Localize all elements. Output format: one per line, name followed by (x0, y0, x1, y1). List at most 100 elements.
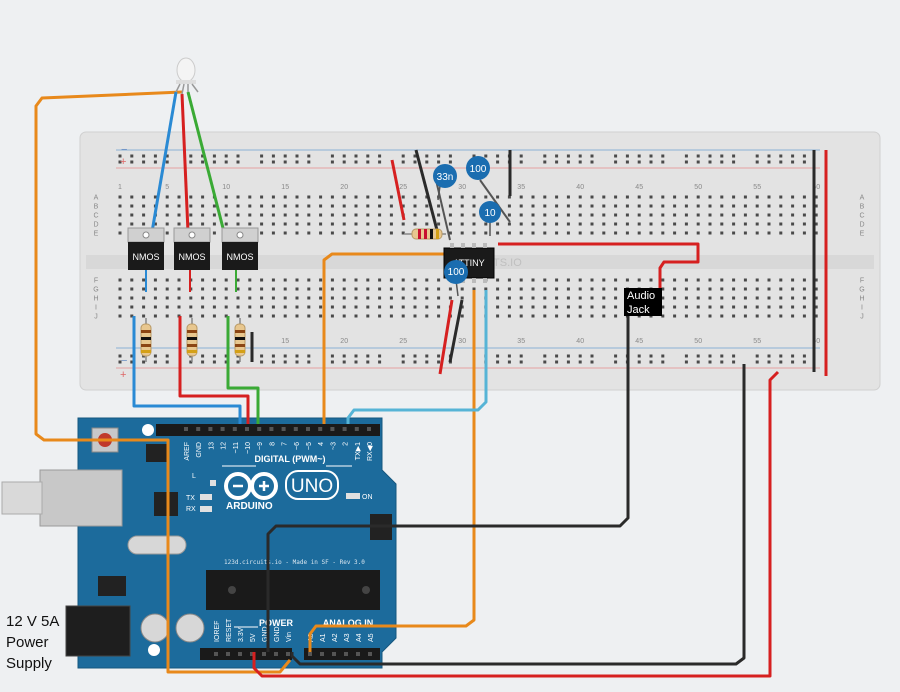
board-capacitor (140, 613, 170, 643)
led-label-l: L (192, 473, 196, 480)
column-label: 55 (753, 338, 761, 345)
resistor-horizontal[interactable] (404, 228, 446, 240)
row-label: H (93, 296, 98, 303)
column-label: 45 (635, 184, 643, 191)
led-label-rx: RX (186, 506, 196, 513)
model-label: UNO (291, 476, 333, 497)
digital-pin-label: ~3 (330, 442, 337, 450)
wire-orange-attiny[interactable] (322, 252, 456, 424)
row-label: E (94, 231, 99, 238)
analog-pin-label: A3 (344, 633, 351, 642)
watermark-text: ITS.IO (490, 257, 522, 269)
capacitor-10[interactable]: 10 (479, 201, 501, 236)
row-label: B (860, 204, 865, 211)
column-label: 15 (281, 184, 289, 191)
breadboard-holes (118, 154, 818, 364)
analog-header[interactable] (304, 648, 380, 660)
wire-red-bb2[interactable] (438, 299, 454, 375)
digital-pin-label: ~9 (257, 442, 264, 450)
row-label: E (860, 231, 865, 238)
power-header[interactable] (200, 648, 292, 660)
capacitor-100-top[interactable]: 100 (466, 156, 490, 180)
nmos-transistor[interactable]: NMOS (221, 227, 259, 270)
row-label: A (94, 195, 99, 202)
wire-red-jack[interactable] (498, 242, 700, 298)
wire-black-gnd[interactable] (290, 364, 746, 666)
power-supply-label: 12 V 5A Power Supply (6, 613, 59, 672)
resistor-vertical[interactable] (186, 318, 198, 362)
nmos-transistor[interactable]: NMOS (127, 227, 165, 270)
wire-red-5v[interactable] (252, 370, 780, 678)
usb-cable (1, 481, 43, 515)
wire-red-pin[interactable] (178, 316, 250, 424)
column-label: 55 (753, 184, 761, 191)
digital-pin-label: 12 (221, 442, 228, 450)
wire-blue-pin[interactable] (132, 316, 242, 424)
power-pin-label: RESET (226, 618, 233, 642)
capacitor-label: 10 (484, 208, 496, 219)
column-label: 60 (812, 338, 820, 345)
power-pin-label: GND (262, 626, 269, 642)
digital-pin-label: 2 (343, 442, 350, 446)
row-label: I (861, 305, 863, 312)
analog-title: ANALOG IN (323, 618, 374, 628)
resistor-group (140, 318, 246, 362)
capacitor-label: 100 (470, 164, 487, 175)
digital-pin-label: ~6 (294, 442, 301, 450)
led-tx (200, 494, 212, 500)
row-label: C (859, 213, 864, 220)
attiny-label: ATTINY (453, 258, 484, 268)
wire-red-led[interactable] (180, 93, 190, 233)
wire-orange-a0[interactable] (308, 290, 476, 652)
board-capacitor (175, 613, 205, 643)
wire-black-jack[interactable] (266, 316, 630, 652)
audio-jack-label-line1: Audio (627, 290, 655, 302)
wire-green-pin[interactable] (226, 316, 260, 424)
power-pin-label: 3.3V (238, 627, 245, 642)
nmos-label: NMOS (227, 252, 254, 262)
arduino-uno[interactable]: 123d.circuits.io - Made in SF - Rev 3.0 … (1, 417, 397, 669)
regulator (98, 576, 126, 596)
column-label: 10 (222, 184, 230, 191)
rail-minus-label: − (121, 144, 127, 156)
digital-pin-label: 4 (318, 442, 325, 446)
capacitor-33n[interactable]: 33n (433, 164, 457, 201)
icsp-header (146, 444, 168, 462)
power-supply-line1: 12 V 5A (6, 613, 59, 630)
power-supply-line3: Supply (6, 655, 52, 672)
column-label: 20 (340, 338, 348, 345)
digital-pin-label: 8 (269, 442, 276, 446)
resistor-vertical[interactable] (140, 318, 152, 362)
wire-black-bb1[interactable] (414, 149, 440, 235)
audio-jack-label-line2: Jack (627, 304, 650, 316)
column-label: 5 (165, 184, 169, 191)
audio-jack[interactable]: Audio Jack (624, 288, 662, 316)
led-label-on: ON (362, 494, 373, 501)
nmos-transistor[interactable]: NMOS (173, 227, 211, 270)
wire-green-led[interactable] (186, 91, 226, 233)
capacitor-label: 100 (448, 267, 465, 278)
digital-pin-label: 13 (208, 442, 215, 450)
wire-orange-led[interactable] (34, 90, 292, 674)
nmos-label: NMOS (133, 252, 160, 262)
capacitor-100-bottom[interactable]: 100 (444, 260, 468, 297)
column-label: 35 (517, 338, 525, 345)
wire-red-bb1[interactable] (390, 159, 406, 221)
dc-jack (65, 605, 131, 657)
analog-pin-label: A5 (368, 633, 375, 642)
rail-plus-label: + (120, 156, 126, 168)
arduino-logo (224, 472, 278, 500)
wires (34, 90, 828, 678)
column-label: 1 (118, 184, 122, 191)
resistor-vertical[interactable] (234, 318, 246, 362)
row-label: J (860, 314, 864, 321)
wire-lightblue-pin2[interactable] (346, 290, 488, 424)
wire-black-bb3[interactable] (448, 299, 464, 363)
rgb-led[interactable] (175, 57, 199, 95)
board-credit-text: 123d.circuits.io - Made in SF - Rev 3.0 (224, 559, 365, 566)
analog-pin-label: A1 (320, 633, 327, 642)
column-label: 25 (399, 184, 407, 191)
mount-hole (142, 424, 154, 436)
wire-blue-led[interactable] (150, 91, 178, 233)
